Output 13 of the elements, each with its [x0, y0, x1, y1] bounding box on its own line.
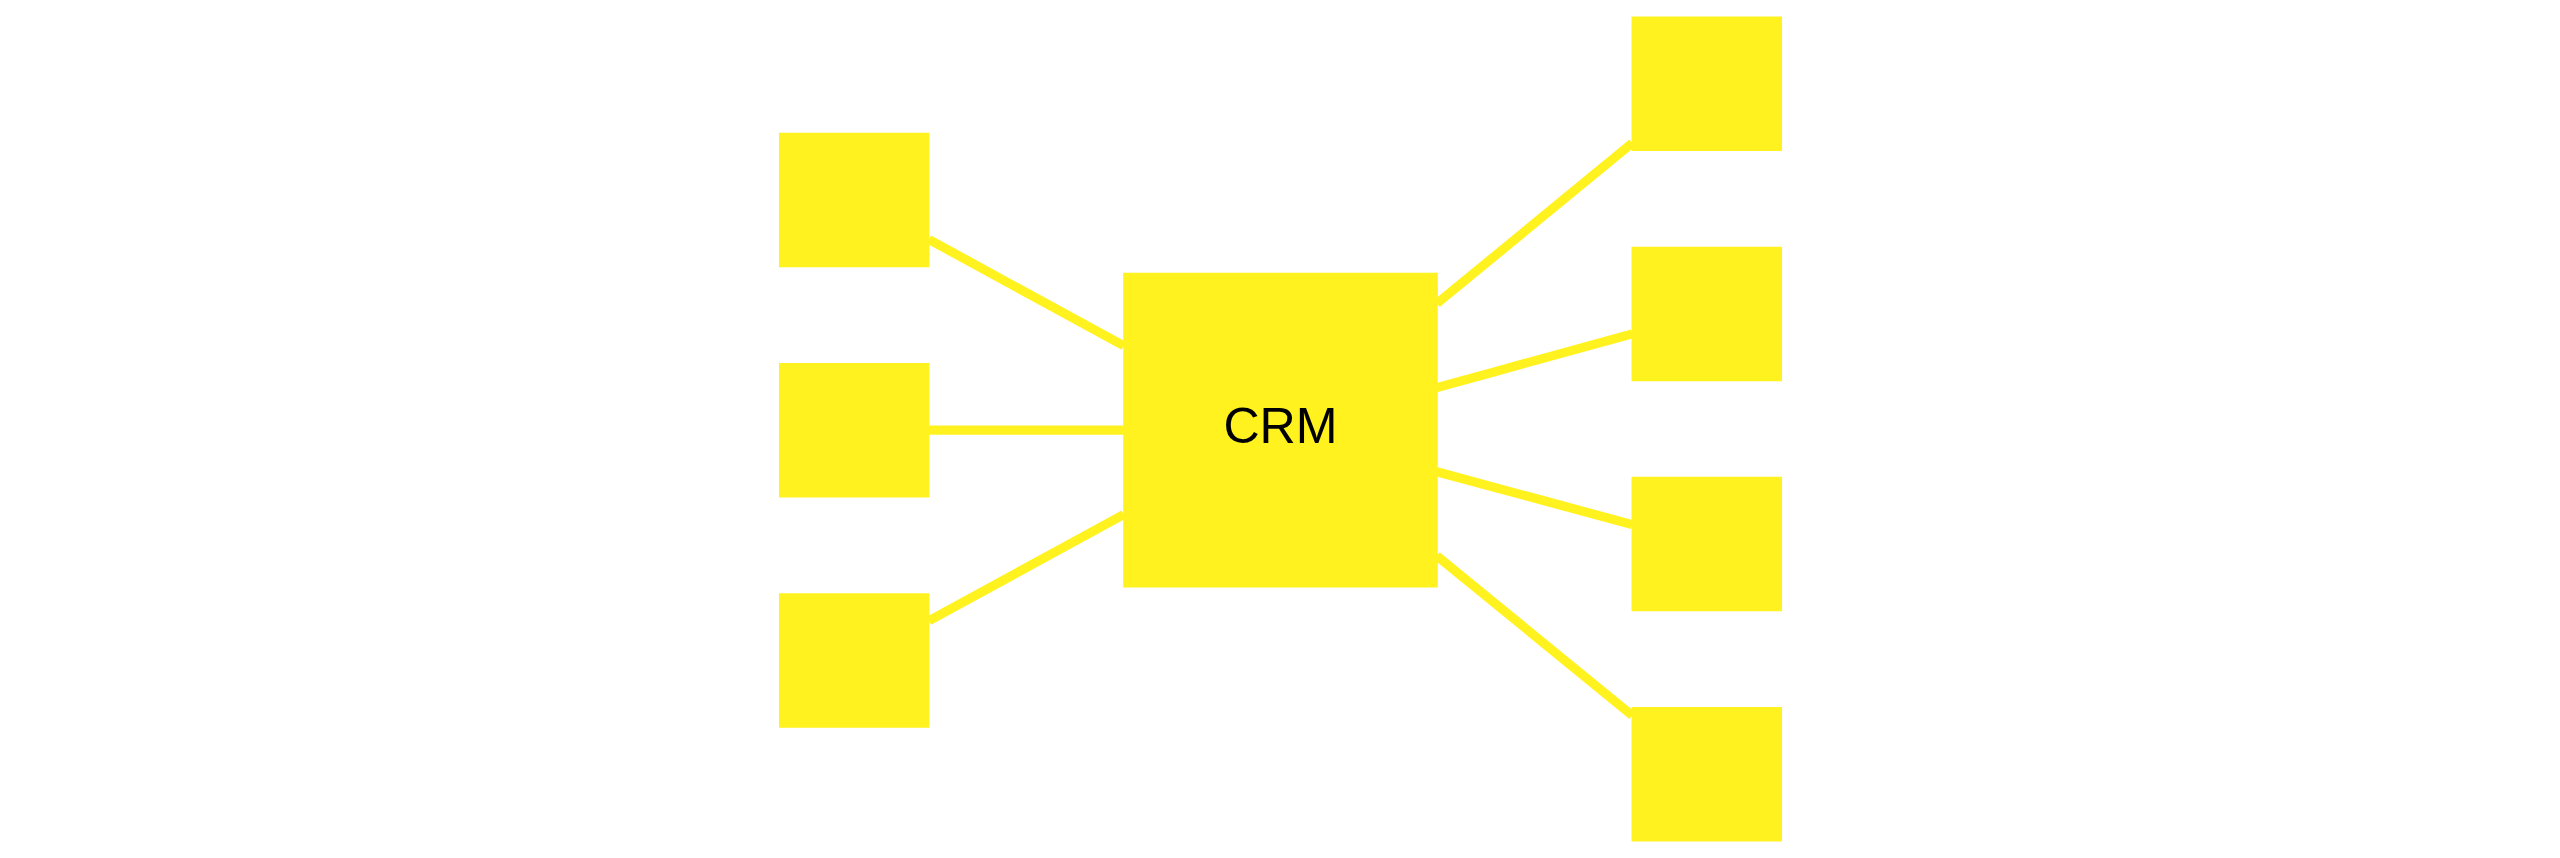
node-box	[778, 362, 929, 498]
node-box	[778, 132, 929, 268]
connector	[926, 235, 1126, 350]
connector	[928, 425, 1124, 435]
node-box	[1631, 16, 1782, 151]
connector	[1435, 467, 1633, 529]
node-box	[1631, 707, 1782, 842]
node-box: CRM	[1122, 272, 1438, 588]
connector	[926, 510, 1126, 625]
node-box	[778, 593, 929, 728]
node-box	[1631, 476, 1782, 612]
connector	[1435, 329, 1633, 393]
node-box	[1631, 246, 1782, 382]
